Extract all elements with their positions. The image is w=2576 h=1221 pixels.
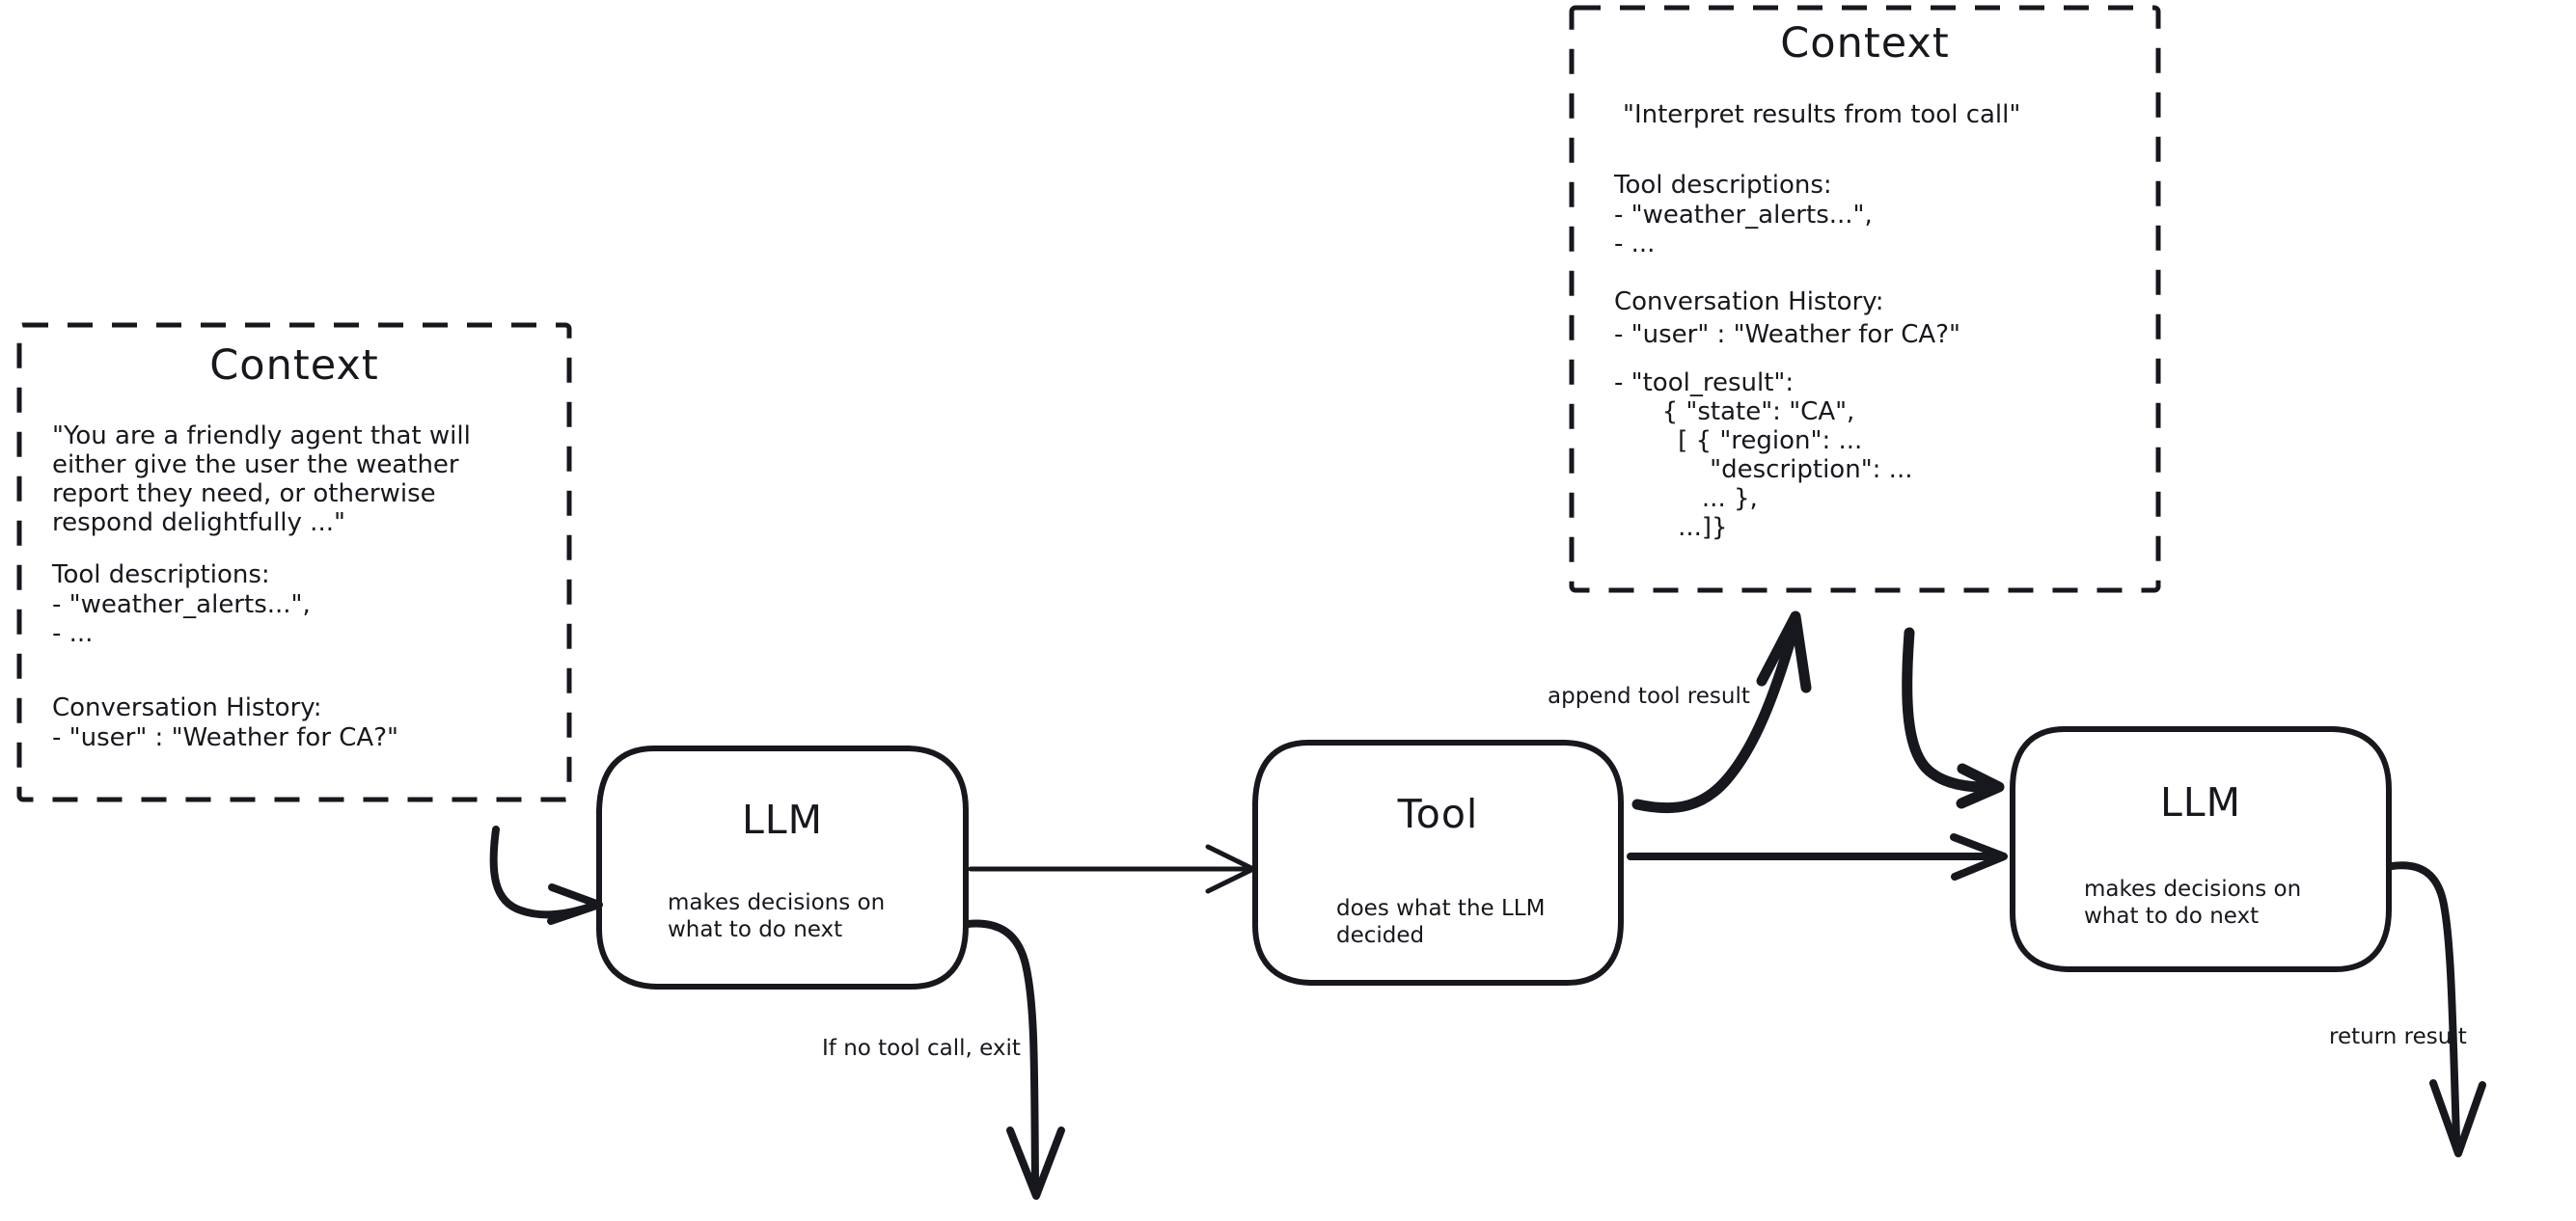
tool-title: Tool (1397, 791, 1479, 837)
context-right-tool-descriptions-header: Tool descriptions: (1614, 171, 1832, 200)
edge-context-right-to-llm2 (1902, 627, 2005, 809)
llm-2-subtitle: makes decisions on what to do next (2084, 877, 2302, 929)
edge-tool-to-llm2 (1627, 833, 2008, 881)
llm-1-box[interactable] (595, 746, 969, 990)
context-right-conversation-user: - "user" : "Weather for CA?" (1614, 320, 1960, 349)
llm-1-title: LLM (741, 797, 824, 843)
context-right-tool-descriptions: - "weather_alerts...", - ... (1614, 201, 1873, 258)
context-left-conversation-header: Conversation History: (52, 693, 322, 722)
edge-append-tool-result (1631, 610, 1812, 814)
context-left-tool-descriptions: - "weather_alerts...", - ... (52, 590, 311, 648)
edge-label-append-tool-result: append tool result (1548, 684, 1750, 709)
llm-2-title: LLM (2159, 779, 2242, 826)
edge-label-return-result: return result (2329, 1024, 2467, 1049)
llm-2-box[interactable] (2009, 726, 2392, 973)
context-right-title: Context (1780, 19, 1950, 68)
tool-subtitle: does what the LLM decided (1336, 896, 1546, 948)
edge-label-if-no-tool-call-exit: If no tool call, exit (822, 1036, 1021, 1061)
llm-1-subtitle: makes decisions on what to do next (668, 890, 886, 942)
context-left-tool-descriptions-header: Tool descriptions: (52, 560, 270, 589)
context-right-conversation-header: Conversation History: (1614, 287, 1884, 316)
tool-box[interactable] (1251, 740, 1624, 987)
context-left-frame (16, 322, 572, 802)
context-left-conversation: - "user" : "Weather for CA?" (52, 723, 398, 752)
edge-llm1-exit (964, 919, 1065, 1200)
context-left-system-prompt: "You are a friendly agent that will eith… (52, 421, 471, 537)
edge-llm2-return-result (2388, 861, 2486, 1157)
context-right-conversation-tool-result: - "tool_result": { "state": "CA", [ { "r… (1614, 368, 1913, 542)
context-right-frame (1569, 5, 2161, 593)
edge-llm1-to-tool (968, 844, 1256, 894)
edge-context-to-llm1 (489, 826, 603, 925)
context-left-title: Context (209, 341, 379, 390)
context-right-system-prompt: "Interpret results from tool call" (1623, 100, 2021, 129)
